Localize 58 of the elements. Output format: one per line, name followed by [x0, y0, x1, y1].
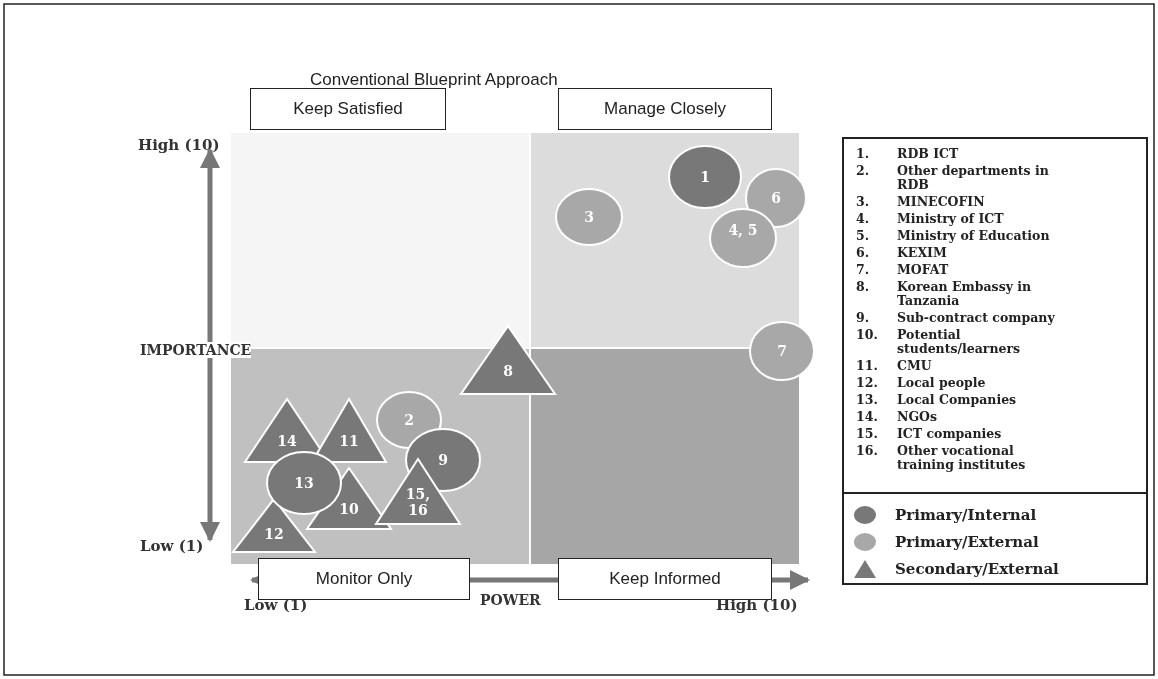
- stakeholder-name: Local people: [897, 376, 987, 390]
- stakeholder-name: MINECOFIN: [897, 195, 986, 209]
- list-number: 7.: [856, 263, 870, 277]
- axis-title: IMPORTANCE: [140, 342, 252, 358]
- list-number: 2.: [856, 164, 870, 178]
- marker-number: 10: [338, 500, 360, 517]
- stakeholder-name: Korean Embassy in Tanzania: [897, 280, 1033, 308]
- list-number: 16.: [856, 444, 878, 458]
- stakeholder-name: Other vocational training institutes: [897, 444, 1027, 472]
- stakeholder-name: Local Companies: [897, 393, 1018, 407]
- axis-label: High (10): [138, 136, 220, 154]
- marker-number: 7: [776, 343, 788, 359]
- list-number: 15.: [856, 427, 878, 441]
- quadrant-label: Monitor Only: [258, 558, 470, 600]
- stakeholder-name: Sub-contract company: [897, 311, 1056, 325]
- list-number: 3.: [856, 195, 870, 209]
- list-number: 5.: [856, 229, 870, 243]
- marker-number: 2: [403, 412, 415, 428]
- marker-number: 15, 16: [404, 486, 432, 519]
- stakeholder-name: CMU: [897, 359, 933, 373]
- marker-number: 14: [276, 432, 298, 449]
- diagram-title: Conventional Blueprint Approach: [310, 70, 558, 90]
- marker-number: 11: [338, 432, 360, 449]
- list-number: 9.: [856, 311, 870, 325]
- quadrant-label: Keep Satisfied: [250, 88, 446, 130]
- stakeholder-name: KEXIM: [897, 246, 948, 260]
- list-number: 13.: [856, 393, 878, 407]
- legend-text: Primary/Internal: [895, 506, 1037, 524]
- stakeholder-name: RDB ICT: [897, 147, 960, 161]
- list-number: 8.: [856, 280, 870, 294]
- marker-number: 9: [437, 452, 449, 468]
- stakeholder-name: Ministry of Education: [897, 229, 1051, 243]
- marker-number: 12: [263, 526, 285, 543]
- stakeholder-name: MOFAT: [897, 263, 950, 277]
- list-number: 1.: [856, 147, 870, 161]
- stakeholder-name: NGOs: [897, 410, 939, 424]
- quadrant-label: Manage Closely: [558, 88, 772, 130]
- list-number: 4.: [856, 212, 870, 226]
- list-number: 12.: [856, 376, 878, 390]
- stakeholder-name: Other departments in RDB: [897, 164, 1050, 192]
- marker-number: 8: [502, 363, 514, 380]
- list-number: 6.: [856, 246, 870, 260]
- marker-number: 6: [770, 190, 782, 206]
- marker-number: 4, 5: [727, 222, 759, 238]
- marker-number: 3: [583, 209, 595, 225]
- marker-number: 1: [699, 169, 711, 185]
- axis-label: Low (1): [140, 537, 204, 555]
- legend-text: Primary/External: [895, 533, 1039, 551]
- axis-title: POWER: [480, 592, 541, 608]
- stakeholder-name: Potential students/learners: [897, 328, 1022, 356]
- quadrant-label: Keep Informed: [558, 558, 772, 600]
- marker-number: 13: [293, 475, 315, 491]
- list-number: 10.: [856, 328, 878, 342]
- list-number: 11.: [856, 359, 878, 373]
- list-number: 14.: [856, 410, 878, 424]
- legend-text: Secondary/External: [895, 560, 1059, 578]
- stakeholder-name: Ministry of ICT: [897, 212, 1005, 226]
- stakeholder-name: ICT companies: [897, 427, 1003, 441]
